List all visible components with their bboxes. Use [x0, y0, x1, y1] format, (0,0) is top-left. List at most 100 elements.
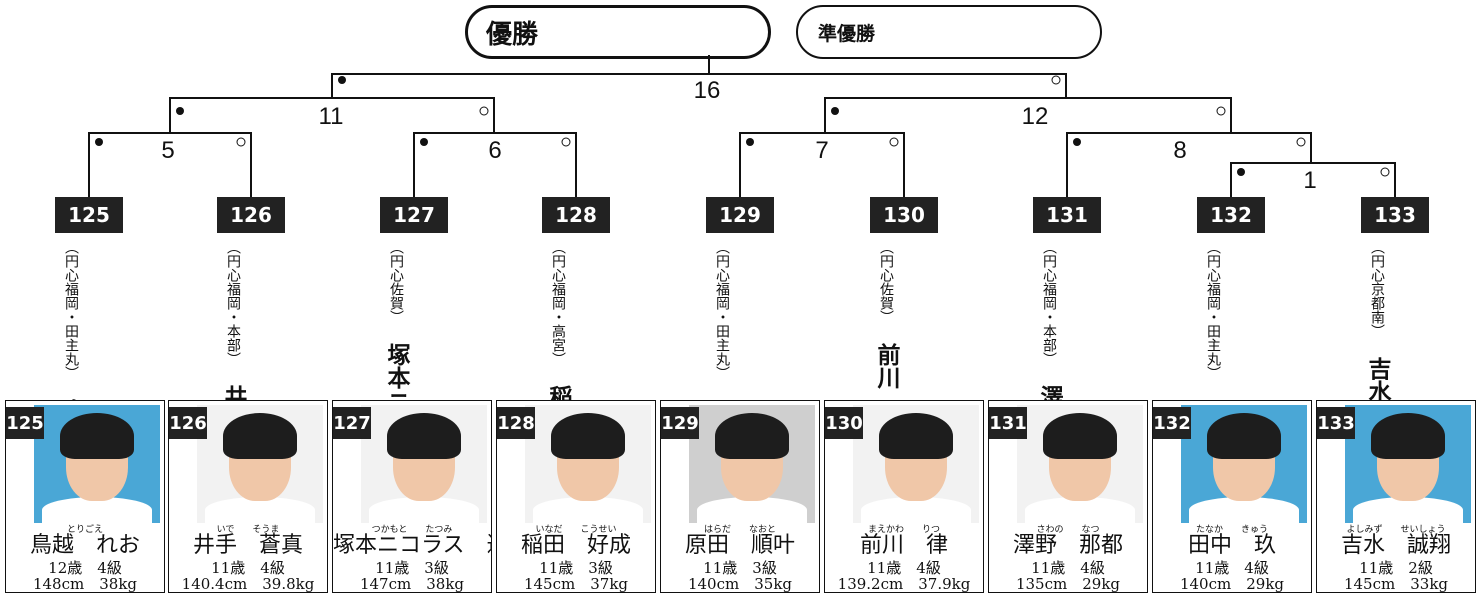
card-ruby: とりごえ — [66, 525, 103, 535]
portrait-hair — [387, 413, 461, 459]
card-name: 稲田 好成 — [520, 533, 632, 558]
card-height-weight: 145cm 37kg — [523, 575, 629, 593]
competitor-number-129: 129 — [706, 197, 774, 233]
champion-box: 優勝 — [465, 5, 771, 59]
portrait-hair — [715, 413, 789, 459]
runner-up-box: 準優勝 — [796, 5, 1102, 59]
card-height-weight: 140cm 29kg — [1179, 575, 1285, 593]
card-ruby: たなか きゅう — [1195, 525, 1269, 535]
portrait-shoulders — [1353, 497, 1463, 523]
match-number: 11 — [319, 103, 344, 130]
match-number: 16 — [694, 77, 721, 104]
card-ruby: まえかわ りつ — [867, 525, 941, 535]
match-5-line — [88, 132, 252, 198]
portrait-photo — [361, 405, 487, 523]
card-age-rank: 11歳 3級 — [539, 559, 613, 577]
win-dot — [746, 138, 754, 146]
competitor-number-130: 130 — [870, 197, 938, 233]
card-name: 鳥越 れお — [29, 533, 141, 558]
lose-dot — [561, 137, 571, 147]
portrait-hair — [223, 413, 297, 459]
runner-up-label: 準優勝 — [818, 22, 876, 45]
card-number: 127 — [333, 407, 371, 439]
match-6-line — [413, 132, 577, 198]
portrait-hair — [1207, 413, 1281, 459]
card-age-rank: 11歳 4級 — [1195, 559, 1269, 577]
lose-dot — [889, 137, 899, 147]
semi-left-line — [169, 97, 495, 133]
card-age-rank: 11歳 4級 — [211, 559, 285, 577]
competitor-number-131: 131 — [1033, 197, 1101, 233]
competitor-number-126: 126 — [217, 197, 285, 233]
competitor-number-132: 132 — [1197, 197, 1265, 233]
card-age-rank: 11歳 4級 — [1031, 559, 1105, 577]
card-ruby: いなだ こうせい — [535, 525, 617, 535]
lose-dot — [236, 137, 246, 147]
card-name: 澤野 那都 — [1012, 533, 1124, 558]
card-age-rank: 12歳 4級 — [48, 559, 122, 577]
card-height-weight: 140.4cm 39.8kg — [181, 575, 315, 593]
match-number: 12 — [1022, 103, 1049, 130]
card-height-weight: 147cm 38kg — [359, 575, 465, 593]
lose-dot — [1380, 167, 1390, 177]
final-line — [331, 73, 1067, 98]
competitor-number-133: 133 — [1361, 197, 1429, 233]
card-number: 131 — [989, 407, 1027, 439]
card-number: 133 — [1317, 407, 1355, 439]
card-number: 128 — [497, 407, 535, 439]
lose-dot — [1216, 106, 1226, 116]
card-number: 125 — [6, 407, 44, 439]
portrait-shoulders — [1189, 497, 1299, 523]
champion-label: 優勝 — [486, 19, 539, 50]
portrait-shoulders — [205, 497, 315, 523]
card-ruby: いで そうま — [216, 525, 280, 535]
card-number: 130 — [825, 407, 863, 439]
portrait-shoulders — [861, 497, 971, 523]
competitor-number-125: 125 — [55, 197, 123, 233]
card-name: 井手 蒼真 — [192, 533, 304, 558]
card-ruby: よしみず せいしょう — [1346, 525, 1446, 535]
card-name: 前川 律 — [859, 533, 949, 558]
card-name: 塚本ニコラス 達美 — [333, 533, 491, 558]
card-age-rank: 11歳 3級 — [375, 559, 449, 577]
card-height-weight: 148cm 38kg — [32, 575, 138, 593]
card-height-weight: 135cm 29kg — [1015, 575, 1121, 593]
match-number: 8 — [1173, 137, 1186, 164]
card-height-weight: 140cm 35kg — [687, 575, 793, 593]
card-number: 126 — [169, 407, 207, 439]
portrait-shoulders — [697, 497, 807, 523]
portrait-hair — [1371, 413, 1445, 459]
competitor-number-127: 127 — [380, 197, 448, 233]
portrait-photo — [525, 405, 651, 523]
lose-dot — [1051, 75, 1061, 85]
tournament-bracket: 16 11 12 5 6 7 8 1 — [88, 55, 1396, 198]
win-dot — [1073, 138, 1081, 146]
portrait-photo — [1181, 405, 1307, 523]
match-1-line — [1230, 162, 1396, 198]
card-ruby: つかもと たつみ — [371, 525, 453, 535]
card-name: 田中 玖 — [1187, 533, 1277, 558]
card-age-rank: 11歳 4級 — [867, 559, 941, 577]
card-name: 原田 順叶 — [684, 533, 796, 558]
win-dot — [420, 138, 428, 146]
card-number: 132 — [1153, 407, 1191, 439]
portrait-photo — [853, 405, 979, 523]
portrait-shoulders — [42, 497, 152, 523]
match-number: 7 — [815, 137, 828, 164]
competitor-number-128: 128 — [542, 197, 610, 233]
match-number: 6 — [488, 137, 501, 164]
portrait-hair — [879, 413, 953, 459]
card-name: 吉水 誠翔 — [1340, 533, 1452, 558]
card-ruby: さわの なつ — [1036, 525, 1100, 535]
portrait-photo — [1345, 405, 1471, 523]
portrait-shoulders — [533, 497, 643, 523]
match-8-line — [1066, 132, 1312, 198]
